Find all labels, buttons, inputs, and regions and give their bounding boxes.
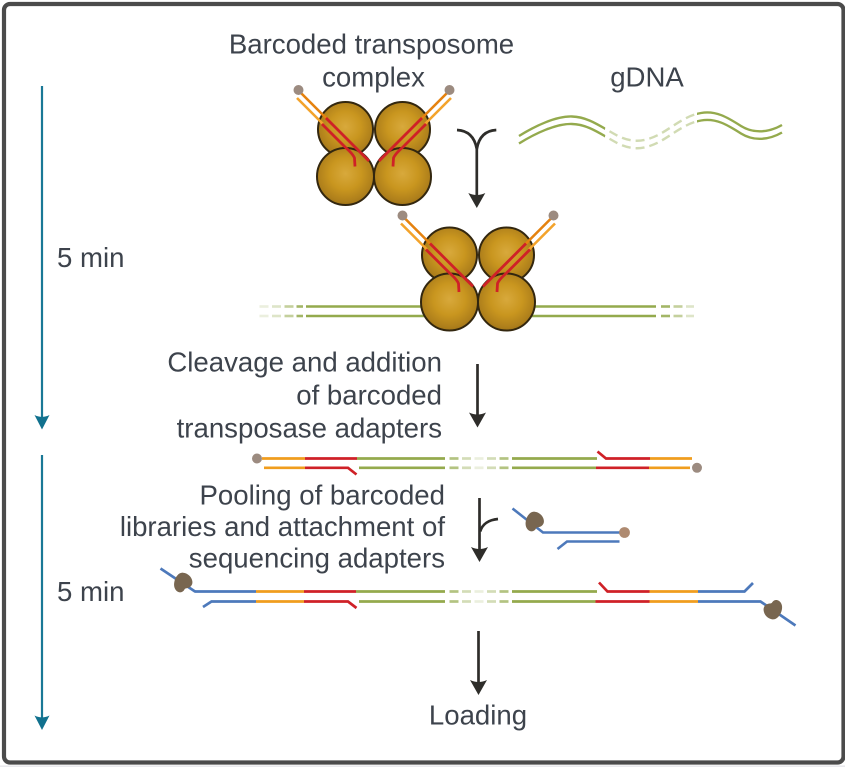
svg-text:Loading: Loading [429, 700, 527, 731]
svg-text:libraries and attachment of: libraries and attachment of [120, 511, 446, 542]
svg-text:gDNA: gDNA [610, 62, 684, 93]
svg-text:complex: complex [322, 62, 425, 93]
svg-text:5 min: 5 min [57, 242, 124, 273]
svg-text:sequencing adapters: sequencing adapters [189, 543, 445, 574]
svg-text:5 min: 5 min [57, 576, 124, 607]
svg-text:transposase adapters: transposase adapters [177, 413, 442, 444]
svg-text:of barcoded: of barcoded [296, 380, 442, 411]
svg-text:Pooling of barcoded: Pooling of barcoded [200, 480, 445, 511]
svg-text:Barcoded transposome: Barcoded transposome [229, 29, 514, 60]
svg-text:Cleavage and addition: Cleavage and addition [167, 347, 442, 378]
